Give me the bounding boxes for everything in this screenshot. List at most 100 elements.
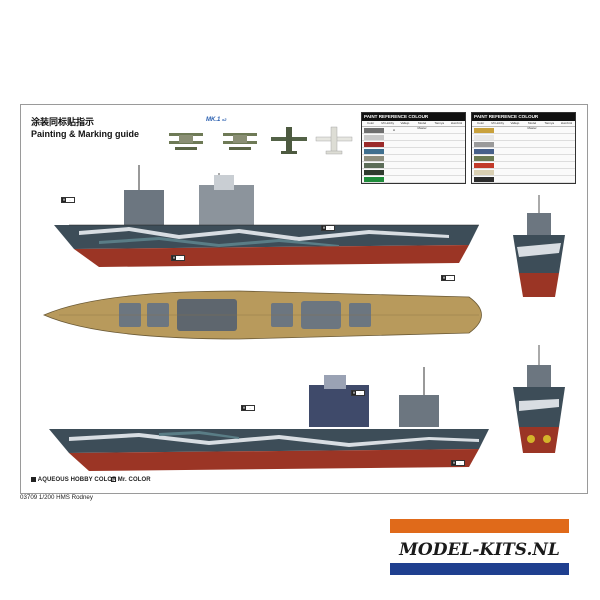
ship-deck-plan-view <box>42 290 482 340</box>
paint-cell <box>386 141 402 147</box>
paint-cell <box>496 141 512 147</box>
paint-cell <box>418 148 434 154</box>
paint-cell <box>418 155 434 161</box>
paint-cell <box>496 169 512 175</box>
paint-cell <box>449 148 465 154</box>
paint-cell <box>433 155 449 161</box>
paint-cell <box>433 148 449 154</box>
paint-cell <box>496 155 512 161</box>
paint-row <box>472 127 575 134</box>
paint-cell <box>543 148 559 154</box>
paint-row <box>472 141 575 148</box>
paint-cell <box>512 127 528 133</box>
paint-cell <box>402 155 418 161</box>
product-caption: 03709 1/200 HMS Rodney <box>20 494 93 501</box>
paint-table-header: PAINT REFERENCE COLOUR <box>362 113 465 121</box>
paint-cell <box>402 141 418 147</box>
paint-cell <box>512 176 528 182</box>
aircraft-views <box>169 126 353 155</box>
paint-cell <box>559 169 575 175</box>
paint-swatch <box>474 155 494 161</box>
paint-cell <box>496 162 512 168</box>
legend-aqueous: AQUEOUS HOBBY COLOR <box>31 477 117 483</box>
painting-guide-sheet: 涂装同标贴指示 Painting & Marking guide MK.1 x2 <box>20 104 588 494</box>
paint-cell <box>543 176 559 182</box>
paint-swatch <box>364 162 384 168</box>
paint-cell <box>528 169 544 175</box>
paint-row <box>362 176 465 183</box>
paint-cell <box>512 134 528 140</box>
paint-cell <box>386 148 402 154</box>
aircraft-top-view <box>271 127 307 154</box>
paint-cell <box>528 148 544 154</box>
paint-cell <box>418 141 434 147</box>
logo-text: MODEL-KITS.NL <box>398 540 560 560</box>
paint-cell <box>386 134 402 140</box>
paint-cell <box>418 127 434 133</box>
paint-cell <box>386 155 402 161</box>
paint-cell <box>449 155 465 161</box>
paint-swatch <box>474 176 494 182</box>
paint-row: H <box>362 127 465 134</box>
paint-cell <box>449 127 465 133</box>
aircraft-count: x2 <box>222 117 227 122</box>
paint-cell <box>528 155 544 161</box>
aircraft-label: MK.1 x2 <box>206 117 226 123</box>
paint-cell <box>496 127 512 133</box>
paint-cell <box>402 134 418 140</box>
ship-stern-view <box>513 345 565 453</box>
paint-row <box>362 162 465 169</box>
guide-title-english: Painting & Marking guide <box>31 129 140 139</box>
paint-cell <box>543 127 559 133</box>
guide-title-chinese: 涂装同标贴指示 <box>31 118 95 128</box>
paint-swatch <box>474 148 494 154</box>
paint-cell <box>528 176 544 182</box>
paint-reference-table-2: PAINT REFERENCE COLOUR Color Mr.Hobby Va… <box>471 112 576 184</box>
paint-cell <box>402 148 418 154</box>
paint-cell <box>559 148 575 154</box>
paint-row <box>362 155 465 162</box>
paint-row <box>472 169 575 176</box>
paint-swatch <box>474 169 494 175</box>
paint-swatch <box>364 134 384 140</box>
paint-cell <box>559 162 575 168</box>
paint-row <box>472 134 575 141</box>
aircraft-model: MK.1 <box>206 117 221 123</box>
paint-cell <box>543 141 559 147</box>
model-kits-logo: MODEL-KITS.NL <box>390 519 569 575</box>
paint-swatch <box>364 155 384 161</box>
color-callout-tag: H. <box>171 255 185 261</box>
paint-cell <box>449 141 465 147</box>
paint-cell <box>543 162 559 168</box>
paint-cell <box>528 127 544 133</box>
paint-table-columns: Color Mr.Hobby Vallejo Model Master Tami… <box>362 121 465 130</box>
color-callout-tag: H. <box>441 275 455 281</box>
color-callout-tag: H. <box>351 390 365 396</box>
paint-swatch <box>364 169 384 175</box>
ship-bow-view <box>513 195 565 297</box>
paint-cell <box>512 162 528 168</box>
paint-cell <box>433 141 449 147</box>
paint-row <box>362 148 465 155</box>
aircraft-bottom-view <box>315 126 353 155</box>
paint-cell <box>512 155 528 161</box>
paint-swatch <box>474 134 494 140</box>
paint-cell <box>418 134 434 140</box>
color-callout-tag: H. <box>451 460 465 466</box>
paint-cell <box>559 176 575 182</box>
paint-cell: H <box>392 128 395 132</box>
paint-swatch <box>364 148 384 154</box>
paint-cell <box>543 169 559 175</box>
paint-cell <box>528 134 544 140</box>
paint-cell <box>559 134 575 140</box>
legend-mr-color: Mr. COLOR <box>111 477 151 483</box>
paint-swatch <box>364 176 384 182</box>
paint-row <box>362 169 465 176</box>
paint-row <box>362 141 465 148</box>
seaplane-side-view-2 <box>223 133 257 150</box>
paint-cell <box>512 148 528 154</box>
paint-row <box>472 176 575 183</box>
paint-swatch <box>474 162 494 168</box>
paint-cell <box>543 134 559 140</box>
paint-cell <box>528 162 544 168</box>
